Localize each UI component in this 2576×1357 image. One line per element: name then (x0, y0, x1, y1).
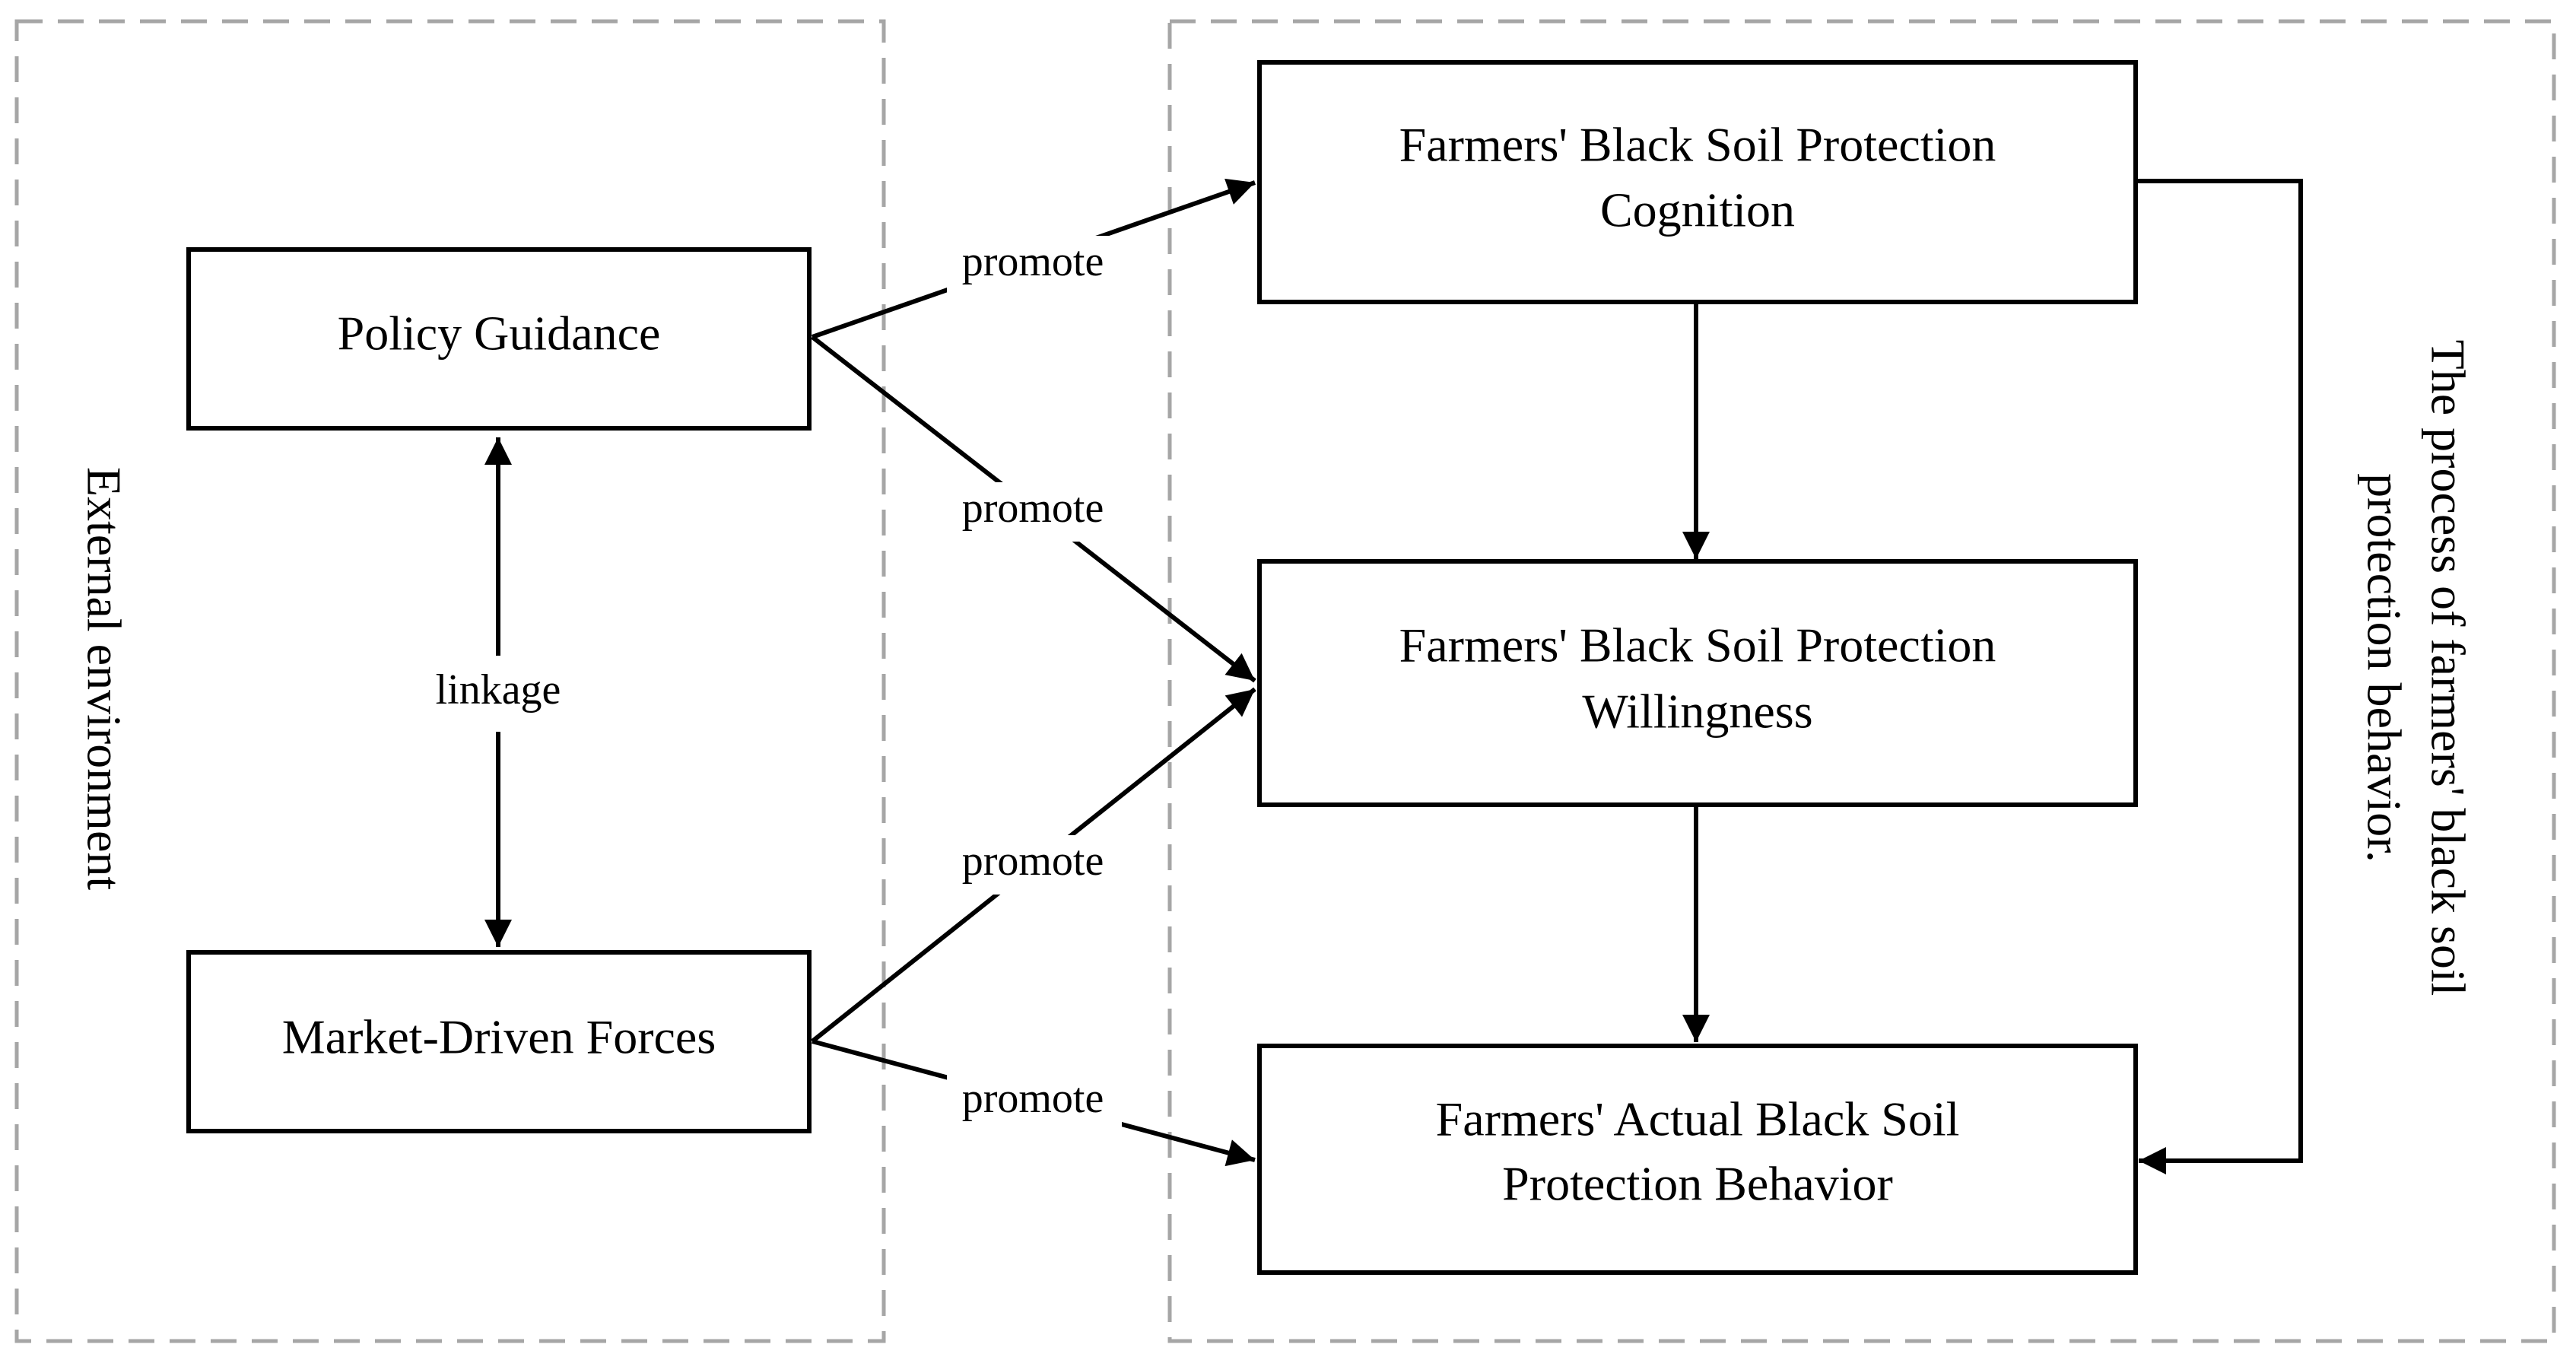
willingness-node: Farmers' Black Soil Protection Willingne… (1257, 559, 2138, 807)
external-environment-region (14, 19, 886, 1343)
promote-label-bg (947, 236, 1122, 295)
willingness-text-line2: Willingness (1582, 685, 1812, 739)
cognition-node: Farmers' Black Soil Protection Cognition (1257, 60, 2138, 304)
policy-guidance-node: Policy Guidance (186, 247, 812, 431)
cognition-text-line2: Cognition (1600, 183, 1795, 237)
cognition-to-behavior-feedback-connector (2136, 179, 2303, 1174)
market-driven-forces-text: Market-Driven Forces (282, 1010, 716, 1064)
process-label-line1: The process of farmers' black soil (2421, 340, 2475, 996)
promote-label-bg (947, 835, 1122, 895)
policy-to-willingness-label: promote (962, 485, 1104, 532)
behavior-text-line2: Protection Behavior (1502, 1157, 1893, 1211)
promote-label-bg (947, 1073, 1122, 1132)
cognition-text-line1: Farmers' Black Soil Protection (1399, 118, 1996, 172)
policy-to-cognition-label: promote (962, 238, 1104, 285)
willingness-text-line1: Farmers' Black Soil Protection (1399, 618, 1996, 672)
linkage-label-bg (417, 662, 580, 726)
market-driven-forces-node: Market-Driven Forces (186, 950, 812, 1133)
behavior-node: Farmers' Actual Black Soil Protection Be… (1257, 1044, 2138, 1275)
market-to-behavior-label: promote (962, 1075, 1104, 1122)
external-environment-label: External environment (77, 467, 131, 890)
process-label-line2: protection behavior. (2357, 473, 2411, 863)
process-region (1167, 19, 2556, 1343)
linkage-label: linkage (436, 666, 561, 713)
behavior-text-line1: Farmers' Actual Black Soil (1436, 1092, 1960, 1146)
policy-guidance-text: Policy Guidance (338, 307, 661, 361)
market-to-willingness-label: promote (962, 837, 1104, 885)
promote-label-bg (947, 482, 1122, 542)
